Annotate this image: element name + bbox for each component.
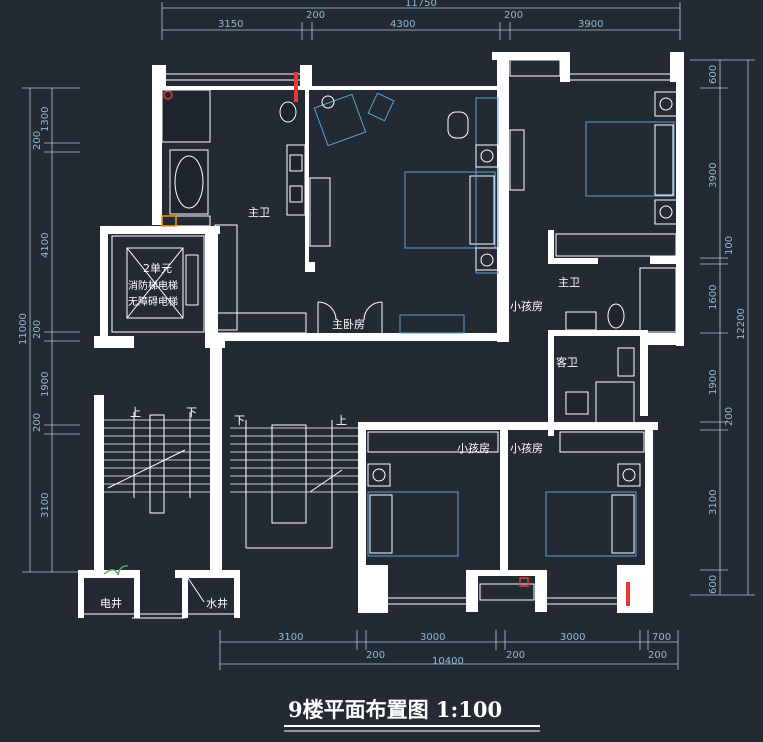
dim-bottom-5: 200 <box>366 650 385 661</box>
dim-right-total: 12200 <box>736 308 747 340</box>
stair-up-label-1: 上 <box>130 406 141 419</box>
dim-top-4: 200 <box>504 10 523 21</box>
top-right-bedroom <box>509 59 678 257</box>
left-dimensions: 11000 1300 200 4100 200 1900 200 3100 <box>18 87 80 573</box>
master-bath-right-label: 主卫 <box>558 276 580 289</box>
top-dimensions: 11750 3150 200 4300 200 3900 <box>161 0 681 40</box>
dim-bottom-3: 3000 <box>560 632 585 643</box>
lower-bedrooms: 小孩房 小孩房 <box>367 431 645 606</box>
master-bedroom-label: 主卧房 <box>332 318 365 331</box>
right-dimensions: 12200 600 3900 100 1600 1900 200 3100 60… <box>690 59 755 596</box>
right-bath-fixtures: 主卫 小孩房 客卫 <box>510 267 677 425</box>
dim-right-1: 600 <box>708 65 719 84</box>
water-shaft-label: 水井 <box>206 596 228 610</box>
elevator-label-1: 2单元 <box>143 262 172 275</box>
dim-left-5: 1900 <box>40 372 51 397</box>
dim-top-3: 4300 <box>390 19 415 30</box>
dim-left-4: 200 <box>32 320 43 339</box>
plan-title: 9楼平面布置图 1:100 <box>288 697 502 722</box>
kid-room-3-label: 小孩房 <box>510 442 543 455</box>
left-staircase: 上 下 <box>104 406 210 514</box>
center-staircase: 下 上 <box>230 414 358 549</box>
left-bath-fixtures: 主卫 <box>161 72 306 331</box>
stair-up-label-2: 上 <box>336 414 347 427</box>
dim-right-7: 3100 <box>708 490 719 515</box>
dim-bottom-1: 3100 <box>278 632 303 643</box>
dim-bottom-total: 10400 <box>432 656 464 667</box>
stair-down-label-1: 下 <box>186 406 197 419</box>
dim-bottom-7: 200 <box>648 650 667 661</box>
dim-right-2: 3900 <box>708 163 719 188</box>
dim-left-6: 200 <box>32 413 43 432</box>
dim-left-total: 11000 <box>18 313 29 345</box>
dim-right-5: 1900 <box>708 370 719 395</box>
dim-left-3: 4100 <box>40 233 51 258</box>
dim-top-5: 3900 <box>578 19 603 30</box>
walls <box>78 52 684 619</box>
electric-shaft-label: 电井 <box>100 596 122 610</box>
master-bedroom: 主卧房 <box>215 92 499 334</box>
dim-top-total: 11750 <box>405 0 437 9</box>
dim-top-2: 200 <box>306 10 325 21</box>
elevator-label-2: 消防梯电梯 <box>128 279 178 292</box>
dim-right-6: 200 <box>724 407 735 426</box>
drawing-title: 9楼平面布置图 1:100 <box>284 697 540 732</box>
stair-down-label-2: 下 <box>234 414 245 427</box>
dim-left-2: 200 <box>32 131 43 150</box>
kid-room-1-label: 小孩房 <box>510 300 543 313</box>
dim-right-3: 100 <box>724 236 735 255</box>
dim-bottom-4: 700 <box>652 632 671 643</box>
dim-bottom-2: 3000 <box>420 632 445 643</box>
kid-room-2-label: 小孩房 <box>457 442 490 455</box>
bottom-dimensions: 3100 3000 3000 700 200 200 200 10400 <box>219 630 679 670</box>
elevator-label-3: 无障碍电梯 <box>128 295 178 308</box>
dim-left-7: 3100 <box>40 493 51 518</box>
master-bath-left-label: 主卫 <box>248 206 270 219</box>
guest-bath-label: 客卫 <box>556 355 578 369</box>
dim-right-8: 600 <box>708 575 719 594</box>
dim-top-1: 3150 <box>218 19 243 30</box>
shafts: 电井 水井 <box>100 565 228 610</box>
dim-right-4: 1600 <box>708 285 719 310</box>
dim-bottom-6: 200 <box>506 650 525 661</box>
dim-left-1: 1300 <box>40 107 51 132</box>
elevator: 2单元 消防梯电梯 无障碍电梯 <box>111 235 205 333</box>
